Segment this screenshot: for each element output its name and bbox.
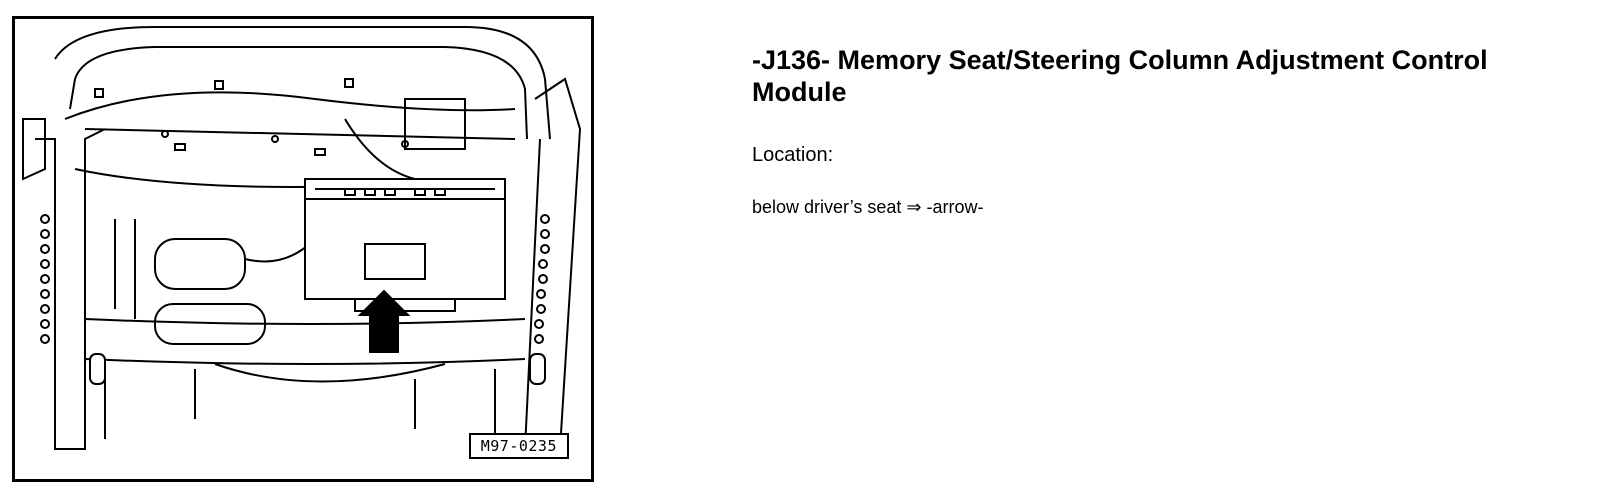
location-label: Location: xyxy=(752,144,834,166)
seat-illustration-figure: M97-0235 xyxy=(12,16,594,482)
figure-id-label: M97-0235 xyxy=(468,433,569,459)
content-column: -J136- Memory Seat/Steering Column Adjus… xyxy=(752,44,1572,218)
seat-frame-illustration xyxy=(22,26,582,450)
page-title: -J136- Memory Seat/Steering Column Adjus… xyxy=(752,45,1488,107)
location-description: below driver’s seat ⇒ -arrow- xyxy=(752,197,984,217)
